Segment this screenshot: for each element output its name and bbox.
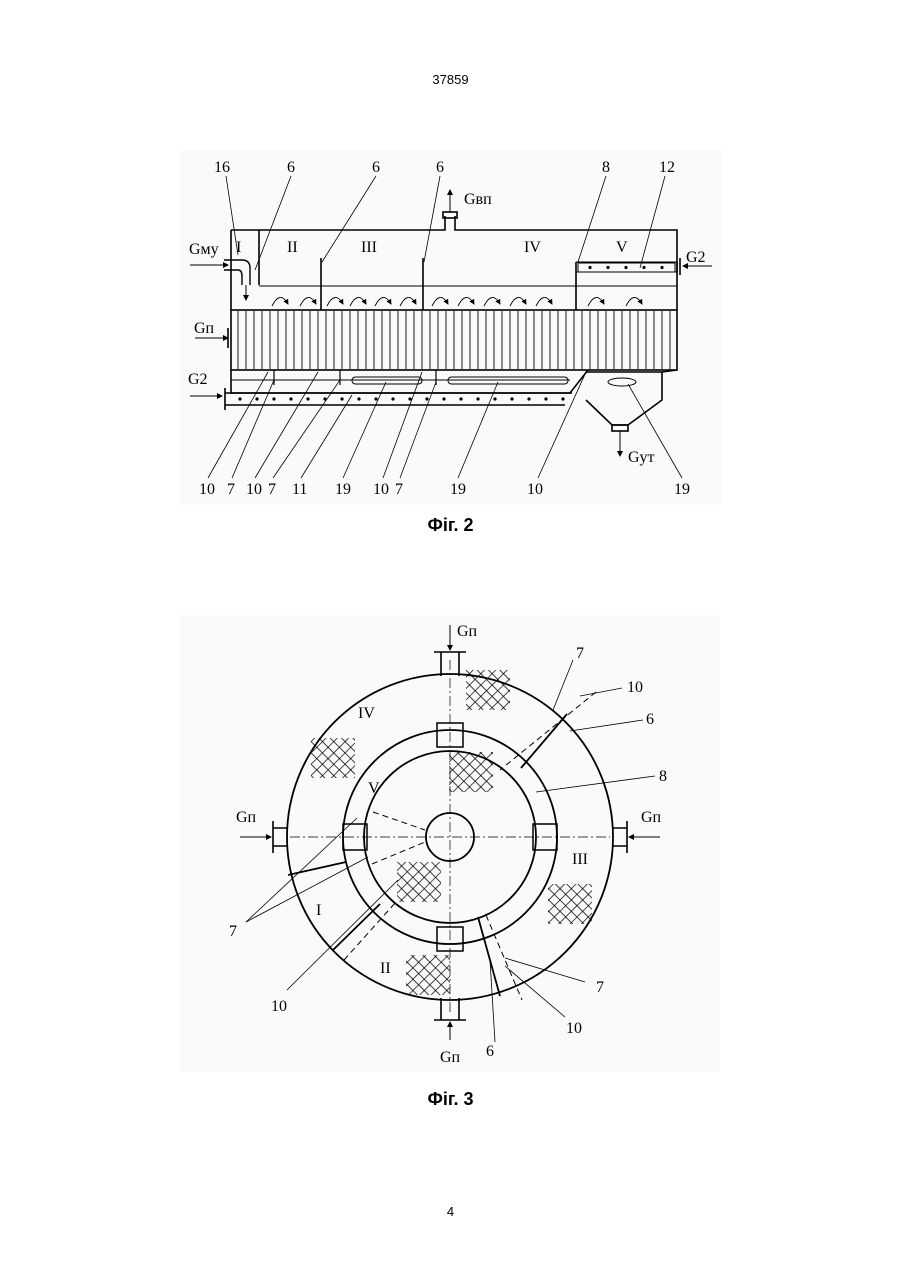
fig2-flow-gmu: Gму	[189, 241, 219, 258]
nozzle-dot	[459, 397, 462, 400]
fig2-flow-gut: Gут	[628, 449, 655, 466]
fig3-label-10-left: 10	[271, 998, 287, 1015]
fig2-label-19b: 19	[450, 481, 466, 498]
fig2-flow-g2-left: G2	[188, 371, 208, 388]
fig3-label-7-top: 7	[576, 645, 584, 662]
nozzle-dot	[391, 397, 394, 400]
nozzle-dot	[642, 266, 645, 269]
nozzle-dot	[476, 397, 479, 400]
fig3-zone-v: V	[368, 780, 380, 797]
nozzle-dot	[493, 397, 496, 400]
nozzle-dot	[527, 397, 530, 400]
nozzle-dot	[606, 266, 609, 269]
fig2-label-10b: 10	[246, 481, 262, 498]
nozzle-dot	[510, 397, 513, 400]
fig2-label-10a: 10	[199, 481, 215, 498]
fig3-zone-iv: IV	[358, 705, 375, 722]
nozzle-dot	[272, 397, 275, 400]
nozzle-dot	[442, 397, 445, 400]
fig2-label-7b: 7	[268, 481, 276, 498]
fig3-zone-ii: II	[380, 960, 391, 977]
nozzle-dot	[544, 397, 547, 400]
fig3-label-7-right: 7	[596, 979, 604, 996]
fig3-zone-iii: III	[572, 851, 588, 868]
nozzle-dot	[306, 397, 309, 400]
fig2-zone-iv: IV	[524, 239, 541, 256]
fig2-flow-g2-right: G2	[686, 249, 706, 266]
fig2-zone-ii: II	[287, 239, 298, 256]
fig3-zone-i: I	[316, 902, 321, 919]
fig2-label-10c: 10	[373, 481, 389, 498]
fig2-label-6b: 6	[372, 159, 380, 176]
fig2-zone-i: I	[236, 239, 241, 256]
fig2-label-6c: 6	[436, 159, 444, 176]
nozzle-dot	[588, 266, 591, 269]
nozzle-dot	[624, 266, 627, 269]
nozzle-dot	[255, 397, 258, 400]
nozzle-dot	[561, 397, 564, 400]
fig3-label-8: 8	[659, 768, 667, 785]
fig3-flow-bottom: Gп	[440, 1049, 461, 1066]
fig2-label-11: 11	[292, 481, 307, 498]
nozzle-dot	[660, 266, 663, 269]
fig2-label-19a: 19	[335, 481, 351, 498]
nozzle-dot	[425, 397, 428, 400]
fig3-label-7-left: 7	[229, 923, 237, 940]
fig2-label-10d: 10	[527, 481, 543, 498]
fig2-label-16: 16	[214, 159, 230, 176]
fig3-label-6-top: 6	[646, 711, 654, 728]
fig3-flow-left: Gп	[236, 809, 257, 826]
figure-2-caption: Фіг. 2	[0, 515, 901, 536]
nozzle-dot	[289, 397, 292, 400]
page-footer-number: 4	[0, 1204, 901, 1219]
fig3-label-10-top: 10	[627, 679, 643, 696]
fig3-label-6-bottom: 6	[486, 1043, 494, 1060]
nozzle-dot	[238, 397, 241, 400]
fig2-label-19c: 19	[674, 481, 690, 498]
fig2-label-6a: 6	[287, 159, 295, 176]
fig2-flow-gvp: Gвп	[464, 191, 492, 208]
fig3-flow-right: Gп	[641, 809, 662, 826]
fig3-flow-top: Gп	[457, 623, 478, 640]
figure-3-caption: Фіг. 3	[0, 1089, 901, 1110]
nozzle-dot	[374, 397, 377, 400]
nozzle-dot	[408, 397, 411, 400]
fig2-zone-v: V	[616, 239, 628, 256]
fig2-label-12: 12	[659, 159, 675, 176]
fig2-zone-iii: III	[361, 239, 377, 256]
nozzle-dot	[357, 397, 360, 400]
fig2-flow-gp: Gп	[194, 320, 215, 337]
fig3-label-10-right: 10	[566, 1020, 582, 1037]
nozzle-dot	[340, 397, 343, 400]
fig2-label-7c: 7	[395, 481, 403, 498]
fig2-label-8: 8	[602, 159, 610, 176]
fig2-label-7a: 7	[227, 481, 235, 498]
